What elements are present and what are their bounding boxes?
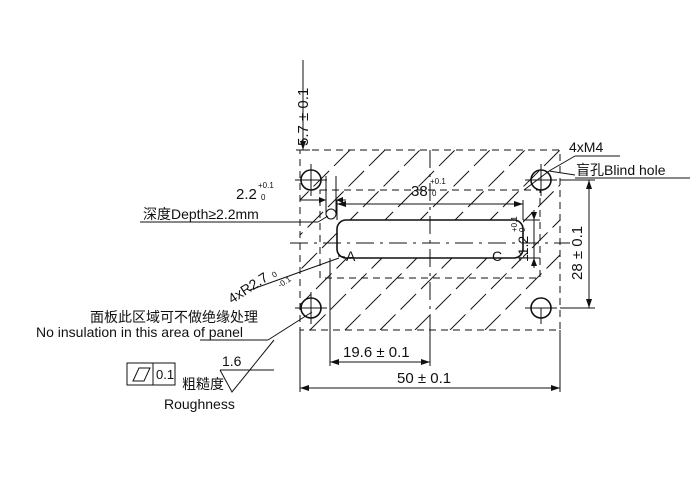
radius-tol-up: 0 [270, 269, 279, 279]
roughness-value: 1.6 [222, 353, 242, 369]
dimension-2-2: 2.2 +0.1 0 [236, 176, 346, 214]
no-insulation-en: No insulation in this area of panel [36, 324, 243, 340]
connector-cutout [336, 219, 524, 259]
corner-a-callout: A [337, 248, 356, 264]
dim-2-2-tol-up: +0.1 [258, 181, 274, 190]
dim-38-tol-up: +0.1 [430, 177, 446, 186]
dim-38-text: 38 [411, 183, 428, 200]
radius-tol-low: -0.1 [276, 274, 293, 289]
corner-a-label: A [346, 248, 356, 264]
dim-11-2-text: 11.2 [515, 236, 531, 262]
no-insulation-cn: 面板此区域可不做绝缘处理 [90, 309, 258, 325]
depth-callout: 深度Depth≥2.2mm [140, 206, 329, 223]
roughness-en: Roughness [164, 396, 235, 412]
dim-28-text: 28 ± 0.1 [569, 226, 586, 280]
thread-text: 4xM4 [569, 139, 603, 155]
flatness-value: 0.1 [156, 367, 174, 382]
dimension-50: 50 ± 0.1 [299, 330, 561, 392]
dimension-11-2: 11.2 +0.1 0 [510, 210, 540, 268]
thread-callout: 4xM4 盲孔Blind hole [523, 139, 690, 191]
depth-hole [325, 208, 337, 220]
dim-50-text: 50 ± 0.1 [397, 370, 451, 387]
dimension-28: 28 ± 0.1 [560, 179, 595, 309]
dim-2-2-text: 2.2 [236, 186, 257, 203]
roughness-cn: 粗糙度 [182, 376, 224, 392]
flatness-icon [132, 367, 151, 382]
dim-5-7-text: 5.7 ± 0.1 [295, 88, 312, 146]
dimension-38: 38 +0.1 0 [336, 177, 524, 220]
dim-11-2-tol-up: +0.1 [510, 216, 519, 232]
no-insulation-callout: 面板此区域可不做绝缘处理 No insulation in this area … [36, 309, 313, 341]
dimension-5-7: 5.7 ± 0.1 [295, 60, 312, 151]
corner-c-label: C [492, 248, 502, 264]
dim-2-2-tol-low: 0 [261, 193, 266, 202]
hatch-boundary [299, 149, 561, 331]
inner-boundary [319, 189, 541, 279]
dim-19-6-text: 19.6 ± 0.1 [343, 344, 410, 361]
dimension-19-6: 19.6 ± 0.1 [329, 258, 431, 366]
flatness-frame: 0.1 [126, 362, 176, 386]
depth-text: 深度Depth≥2.2mm [143, 206, 259, 222]
radius-text: 4xR2.7 [225, 269, 271, 307]
blind-hole-text: 盲孔Blind hole [576, 162, 666, 178]
dim-11-2-tol-low: 0 [518, 227, 527, 232]
dim-38-tol-low: 0 [432, 189, 437, 198]
roughness-icon [219, 339, 275, 393]
radius-callout: 4xR2.7 0 -0.1 [225, 257, 340, 307]
mounting-holes [295, 164, 557, 324]
roughness-symbol: 1.6 粗糙度 Roughness [164, 339, 275, 412]
